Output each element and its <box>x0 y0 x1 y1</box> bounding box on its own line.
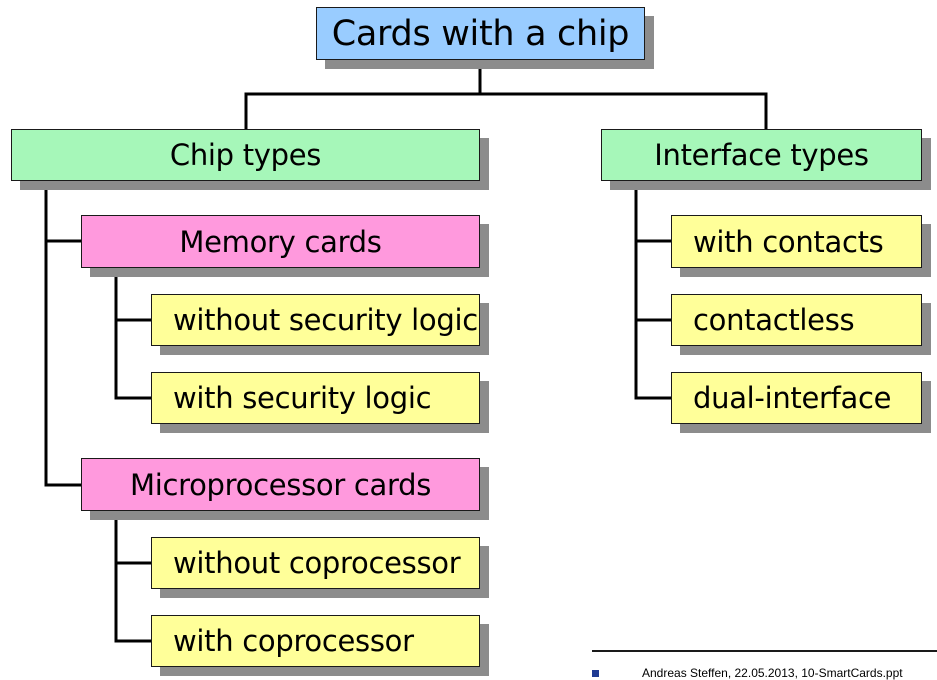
leaf-label: without security logic <box>173 303 478 337</box>
footer-bullet-icon <box>592 670 599 677</box>
leaf-with-coprocessor: with coprocessor <box>151 615 480 667</box>
leaf-label: with contacts <box>693 224 884 259</box>
footer-text: Andreas Steffen, 22.05.2013, 10-SmartCar… <box>642 666 903 680</box>
leaf-without-coprocessor: without coprocessor <box>151 537 480 589</box>
leaf-with-security-logic: with security logic <box>151 372 480 424</box>
chip-types-label: Chip types <box>169 138 322 172</box>
leaf-label: with coprocessor <box>173 624 414 658</box>
root-node: Cards with a chip <box>316 7 645 60</box>
leaf-label: contactless <box>693 303 855 337</box>
microprocessor-cards-node: Microprocessor cards <box>81 458 480 511</box>
root-label: Cards with a chip <box>331 13 630 54</box>
leaf-label: with security logic <box>173 381 432 415</box>
interface-types-node: Interface types <box>601 129 922 181</box>
leaf-contactless: contactless <box>671 294 922 346</box>
leaf-with-contacts: with contacts <box>671 215 922 268</box>
leaf-without-security-logic: without security logic <box>151 294 480 346</box>
leaf-label: dual-interface <box>693 381 892 415</box>
memory-cards-label: Memory cards <box>179 224 382 259</box>
leaf-dual-interface: dual-interface <box>671 372 922 424</box>
leaf-label: without coprocessor <box>173 546 461 580</box>
memory-cards-node: Memory cards <box>81 215 480 268</box>
microprocessor-cards-label: Microprocessor cards <box>129 467 432 502</box>
footer-divider <box>592 650 937 652</box>
interface-types-label: Interface types <box>654 138 869 172</box>
chip-types-node: Chip types <box>11 129 480 181</box>
